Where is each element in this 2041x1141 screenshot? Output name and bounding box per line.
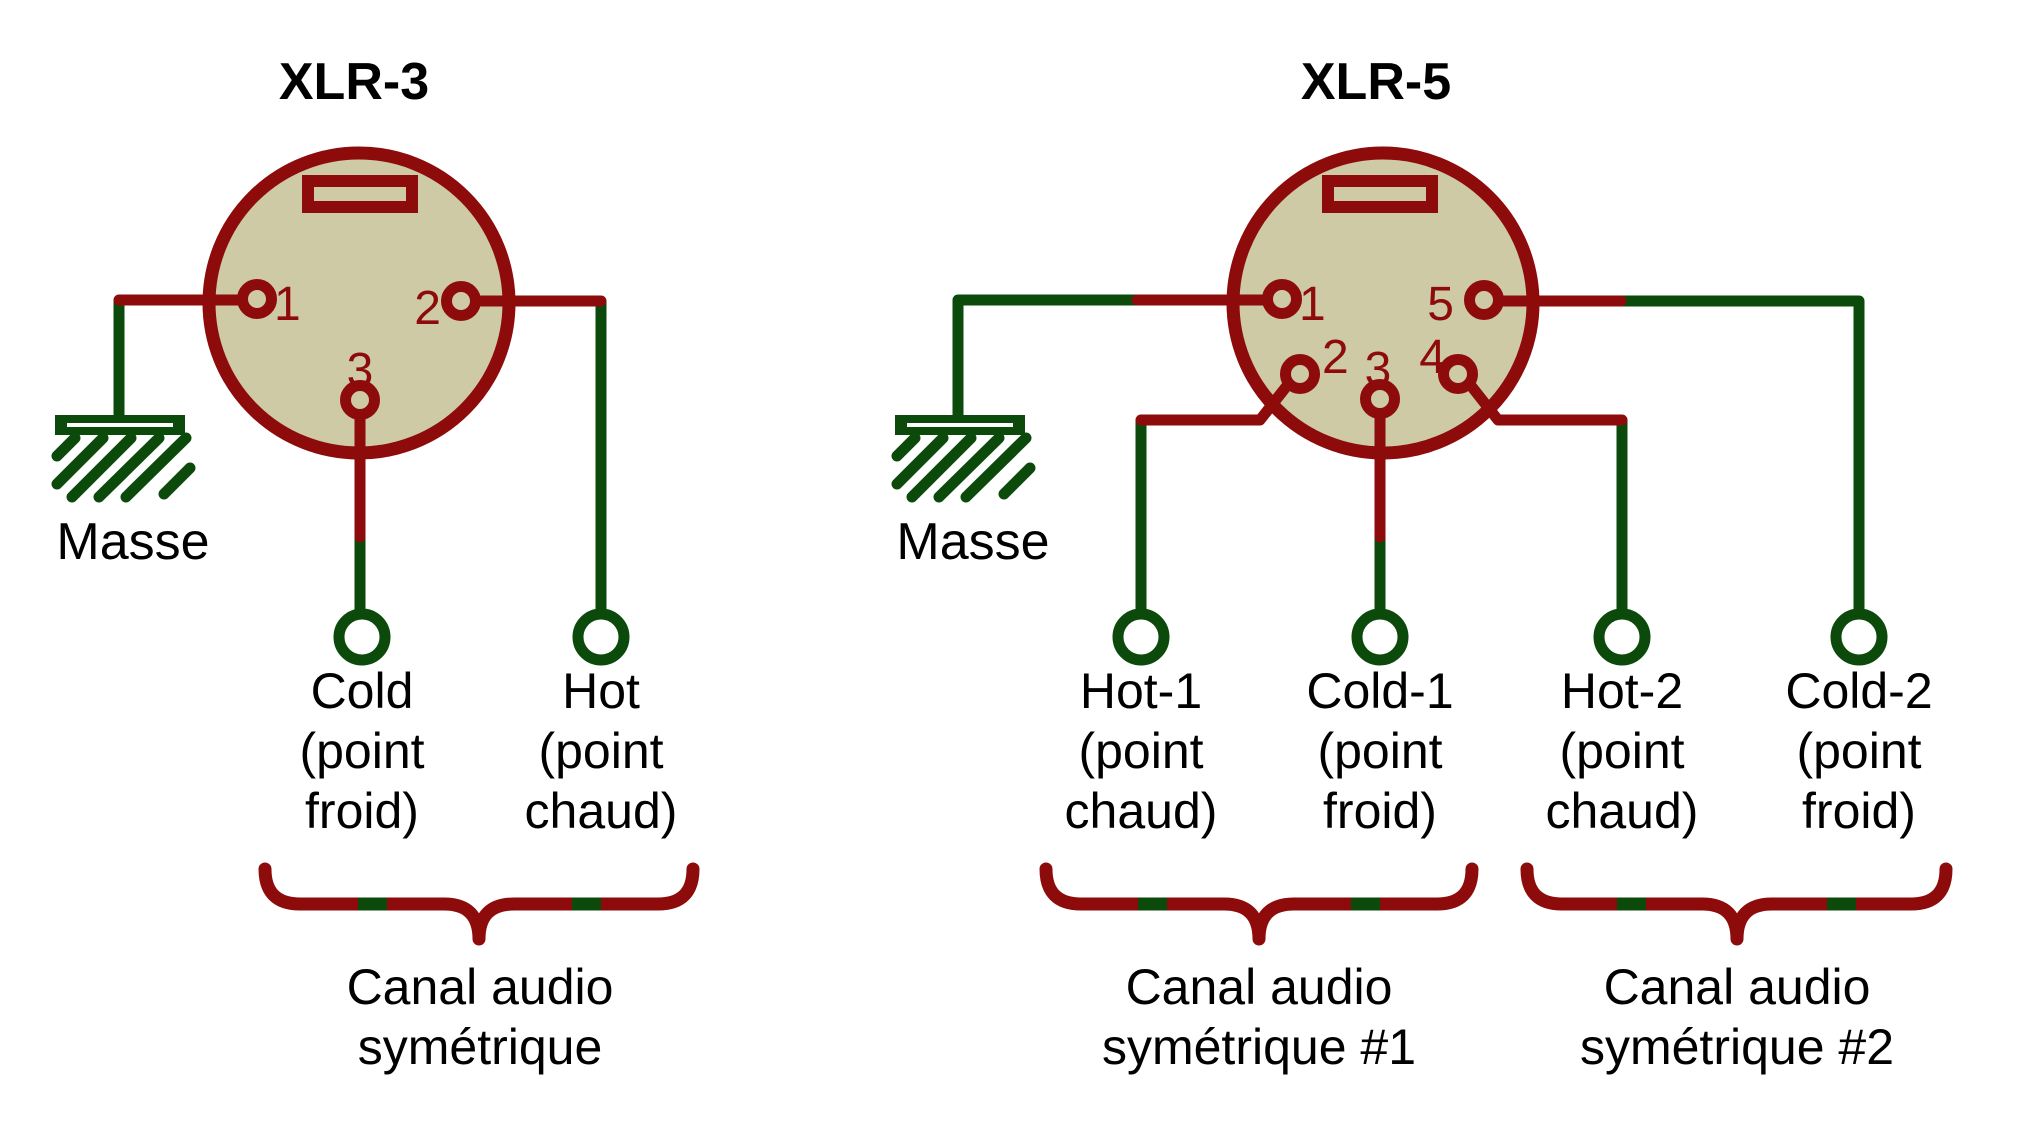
xlr3-terminal-hot [572,608,630,666]
xlr5-channel2-label-line2: symétrique #2 [1580,1019,1894,1075]
xlr5-terminal-hot2 [1593,608,1651,666]
xlr5-connector-group: XLR-5 Masse 1 2 3 4 5 Hot-1 (point chaud… [895,53,1953,1075]
xlr5-cold2-wire-green [1615,295,1865,615]
xlr5-pin-4-label: 4 [1419,331,1446,384]
xlr5-pin-2-label: 2 [1322,331,1349,384]
xlr5-ground-wire-green [952,294,1143,420]
xlr5-terminal-hot1 [1112,608,1170,666]
xlr3-ground-label: Masse [56,513,209,571]
xlr3-terminal-hot-label-line1: Hot [562,663,640,719]
xlr5-pin-3-label: 3 [1365,343,1392,396]
xlr5-terminal-cold1 [1351,608,1409,666]
xlr5-terminal-hot1-label-line3: chaud) [1065,783,1218,839]
xlr3-ground-symbol [55,415,190,497]
xlr5-channel2-label-line1: Canal audio [1604,959,1871,1015]
xlr3-terminal-cold-label-line1: Cold [311,663,414,719]
xlr5-terminal-cold2-label-line1: Cold-2 [1785,663,1932,719]
xlr5-ground-symbol [895,415,1030,497]
xlr5-terminal-cold1-label-line1: Cold-1 [1306,663,1453,719]
xlr3-keyway [302,175,418,213]
xlr3-terminal-cold-label-line3: froid) [305,783,419,839]
xlr5-pin4-wire-red [1466,381,1628,426]
xlr3-terminal-cold [333,608,391,666]
xlr3-channel-label-line2: symétrique [358,1019,603,1075]
xlr5-terminal-cold2-label-line3: froid) [1802,783,1916,839]
xlr5-terminal-hot2-label-line3: chaud) [1546,783,1699,839]
xlr3-terminal-cold-label-line2: (point [299,723,424,779]
xlr3-pin-2 [441,281,481,321]
xlr5-terminal-hot1-label-line2: (point [1078,723,1203,779]
xlr5-terminal-cold1-label-line3: froid) [1323,783,1437,839]
xlr5-channel1-label-line2: symétrique #1 [1102,1019,1416,1075]
xlr5-title: XLR-5 [1301,53,1451,111]
xlr3-pin-3-label: 3 [347,344,374,397]
xlr3-pin-1-label: 1 [274,278,301,331]
xlr5-pin-5-label: 5 [1427,278,1454,331]
xlr5-pin-1-label: 1 [1299,278,1326,331]
xlr5-terminal-cold2 [1830,608,1888,666]
xlr3-connector-group: XLR-3 Masse 1 2 3 Cold (point froid) Hot… [55,53,700,1075]
xlr5-terminal-cold2-label-line2: (point [1796,723,1921,779]
xlr5-pin2-wire-red [1135,381,1292,426]
xlr5-terminal-hot1-label-line1: Hot-1 [1080,663,1202,719]
xlr5-pin-2 [1280,354,1320,394]
xlr5-pin-1 [1262,279,1302,319]
xlr5-terminal-hot2-label-line1: Hot-2 [1561,663,1683,719]
xlr3-channel-label-line1: Canal audio [347,959,614,1015]
xlr3-terminal-hot-label-line2: (point [538,723,663,779]
xlr5-channel2-brace [1520,862,1953,946]
xlr5-keyway [1322,175,1438,213]
xlr5-terminal-hot2-label-line2: (point [1559,723,1684,779]
xlr5-pin-4 [1438,354,1478,394]
xlr3-pin-1 [237,279,277,319]
xlr3-terminal-hot-label-line3: chaud) [525,783,678,839]
xlr3-pin-2-label: 2 [414,282,441,335]
xlr5-pin-5 [1464,280,1504,320]
xlr3-pin-3 [340,380,380,420]
xlr5-pin-3 [1360,379,1400,419]
xlr5-terminal-cold1-label-line2: (point [1317,723,1442,779]
xlr5-channel1-brace [1039,862,1479,946]
xlr3-channel-brace [258,862,700,946]
xlr5-ground-label: Masse [896,513,1049,571]
xlr5-channel1-label-line1: Canal audio [1126,959,1393,1015]
xlr3-title: XLR-3 [279,53,429,111]
